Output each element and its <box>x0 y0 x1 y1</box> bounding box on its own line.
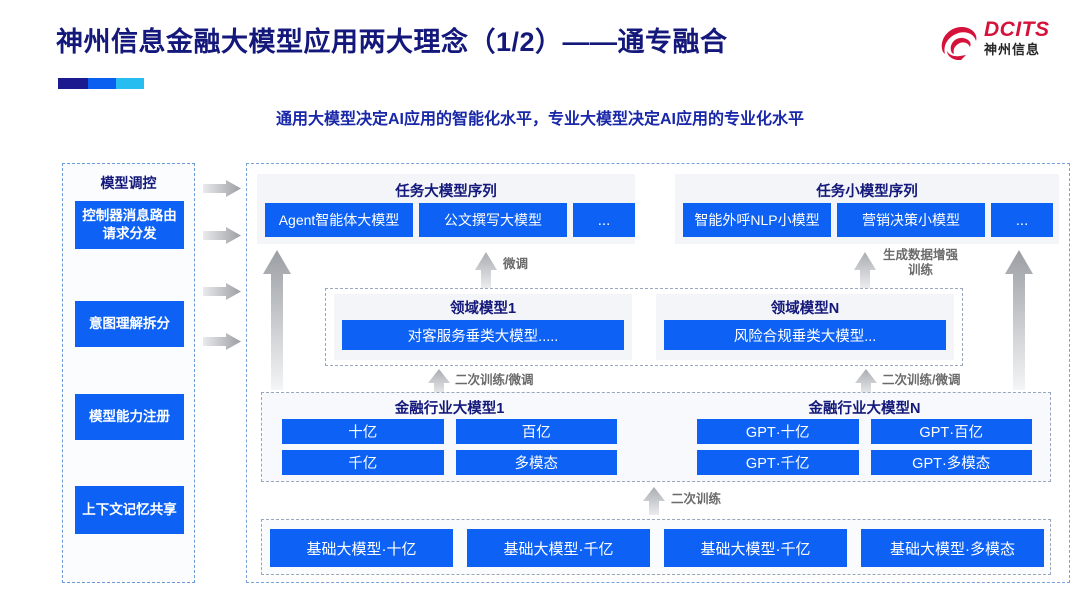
task-small-model-sequence-card: 任务小模型序列 智能外呼NLP小模型 营销决策小模型 ... <box>675 174 1059 244</box>
chip-base-1000y-b[interactable]: 基础大模型·千亿 <box>664 529 847 567</box>
label-retrain-finetune-right: 二次训练/微调 <box>882 373 961 387</box>
chip-ind1-10y[interactable]: 十亿 <box>282 419 444 444</box>
accent-segment-navy <box>58 78 88 89</box>
arrow-up-retrain-finetune-right <box>854 369 878 400</box>
chip-ind1-1000y[interactable]: 千亿 <box>282 450 444 475</box>
model-control-panel-title: 模型调控 <box>100 175 157 191</box>
chip-indn-gpt-10y[interactable]: GPT·十亿 <box>697 419 859 444</box>
chip-indn-gpt-100y[interactable]: GPT·百亿 <box>870 419 1032 444</box>
chip-more-small[interactable]: ... <box>991 203 1053 237</box>
page-header: 神州信息金融大模型应用两大理念（1/2）——通专融合 DCITS 神州信息 <box>0 0 1080 100</box>
domain-model-n-title: 领域模型N <box>770 301 840 317</box>
industry-model-n-title: 金融行业大模型N <box>808 401 921 417</box>
label-finetune: 微调 <box>503 257 529 271</box>
chip-base-1000y-a[interactable]: 基础大模型·千亿 <box>467 529 650 567</box>
model-control-panel: 模型调控 控制器消息路由请求分发 意图理解拆分 模型能力注册 上下文记忆共享 <box>62 163 195 583</box>
domain-model-1-chip[interactable]: 对客服务垂类大模型..... <box>342 320 624 350</box>
base-model-chip-row: 基础大模型·十亿 基础大模型·千亿 基础大模型·千亿 基础大模型·多模态 <box>270 529 1044 567</box>
chip-marketing-model[interactable]: 营销决策小模型 <box>837 203 985 237</box>
logo-text: DCITS 神州信息 <box>984 18 1066 58</box>
arrow-up-data-augmentation <box>853 252 877 293</box>
control-item-intent[interactable]: 意图理解拆分 <box>75 301 184 347</box>
domain-model-1-card: 领域模型1 对客服务垂类大模型..... <box>334 294 632 360</box>
arrow-up-industry-to-task-large <box>262 250 292 395</box>
label-retrain: 二次训练 <box>671 492 722 506</box>
industry-model-n-card: 金融行业大模型N GPT·十亿 GPT·百亿 GPT·千亿 GPT·多模态 <box>687 393 1042 481</box>
task-large-model-chip-row: Agent智能体大模型 公文撰写大模型 ... <box>257 203 635 237</box>
chip-more-large[interactable]: ... <box>573 203 635 237</box>
chip-outbound-nlp-model[interactable]: 智能外呼NLP小模型 <box>683 203 831 237</box>
title-accent-bar <box>58 78 144 89</box>
control-item-register[interactable]: 模型能力注册 <box>75 394 184 440</box>
industry-model-group: 金融行业大模型1 十亿 百亿 千亿 多模态 金融行业大模型N GPT·十亿 GP… <box>261 392 1051 482</box>
industry-model-1-title: 金融行业大模型1 <box>394 401 505 417</box>
chip-indn-gpt-multimodal[interactable]: GPT·多模态 <box>870 450 1032 475</box>
connector-arrow-right-4 <box>203 333 241 350</box>
task-small-model-sequence-title: 任务小模型序列 <box>816 184 918 200</box>
logo-en-text: DCITS <box>984 18 1050 41</box>
company-logo: DCITS 神州信息 <box>936 18 1064 74</box>
domain-model-n-chip[interactable]: 风险合规垂类大模型... <box>664 320 946 350</box>
page-title: 神州信息金融大模型应用两大理念（1/2）——通专融合 <box>56 27 728 57</box>
dcits-swirl-icon <box>936 22 980 64</box>
base-model-group: 基础大模型·十亿 基础大模型·千亿 基础大模型·千亿 基础大模型·多模态 <box>261 519 1051 575</box>
connector-arrow-right-2 <box>203 227 241 244</box>
arrow-up-finetune <box>474 252 498 293</box>
industry-model-1-card: 金融行业大模型1 十亿 百亿 千亿 多模态 <box>272 393 627 481</box>
domain-model-group: 领域模型1 对客服务垂类大模型..... 领域模型N 风险合规垂类大模型... <box>325 288 963 366</box>
task-large-model-sequence-card: 任务大模型序列 Agent智能体大模型 公文撰写大模型 ... <box>257 174 635 244</box>
architecture-diagram: 任务大模型序列 Agent智能体大模型 公文撰写大模型 ... 任务小模型序列 … <box>246 163 1070 583</box>
arrow-up-retrain-finetune-left <box>427 369 451 400</box>
page-subtitle: 通用大模型决定AI应用的智能化水平，专业大模型决定AI应用的专业化水平 <box>275 111 804 128</box>
control-item-router[interactable]: 控制器消息路由请求分发 <box>75 201 184 249</box>
chip-base-10y[interactable]: 基础大模型·十亿 <box>270 529 453 567</box>
chip-ind1-100y[interactable]: 百亿 <box>455 419 617 444</box>
label-retrain-finetune-left: 二次训练/微调 <box>455 373 534 387</box>
logo-cn-text: 神州信息 <box>984 42 1041 57</box>
accent-segment-cyan <box>116 78 144 89</box>
domain-model-n-card: 领域模型N 风险合规垂类大模型... <box>656 294 954 360</box>
task-large-model-sequence-title: 任务大模型序列 <box>395 184 497 200</box>
industry-model-n-chips: GPT·十亿 GPT·百亿 GPT·千亿 GPT·多模态 <box>697 419 1032 475</box>
chip-ind1-multimodal[interactable]: 多模态 <box>455 450 617 475</box>
chip-base-multimodal[interactable]: 基础大模型·多模态 <box>861 529 1044 567</box>
chip-document-model[interactable]: 公文撰写大模型 <box>419 203 567 237</box>
task-small-model-chip-row: 智能外呼NLP小模型 营销决策小模型 ... <box>675 203 1059 237</box>
chip-agent-model[interactable]: Agent智能体大模型 <box>265 203 413 237</box>
arrow-up-retrain <box>642 487 666 520</box>
connector-arrow-right-1 <box>203 180 241 197</box>
arrow-up-industry-to-task-small <box>1004 250 1034 395</box>
control-item-context[interactable]: 上下文记忆共享 <box>75 486 184 534</box>
industry-model-1-chips: 十亿 百亿 千亿 多模态 <box>282 419 617 475</box>
connector-arrow-right-3 <box>203 283 241 300</box>
domain-model-1-title: 领域模型1 <box>449 301 517 317</box>
label-data-augmentation: 生成数据增强 训练 <box>883 248 959 277</box>
accent-segment-blue <box>88 78 116 89</box>
chip-indn-gpt-1000y[interactable]: GPT·千亿 <box>697 450 859 475</box>
